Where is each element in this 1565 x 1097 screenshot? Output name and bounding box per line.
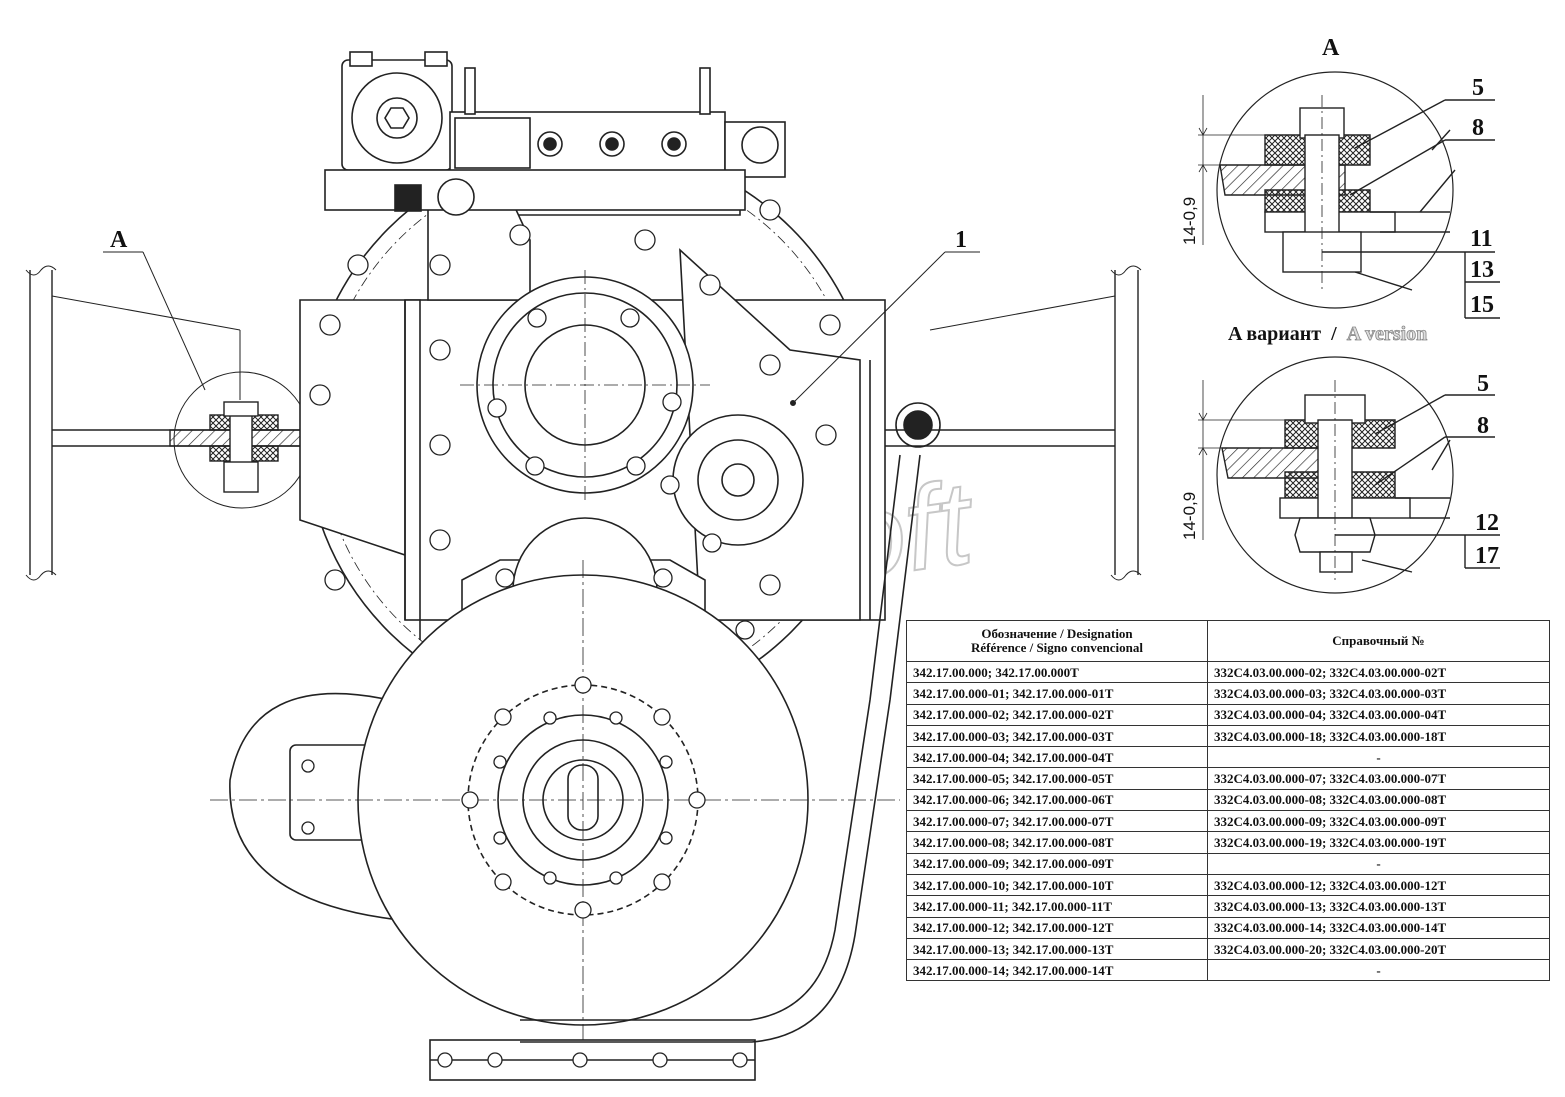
reference-number-cell: 332C4.03.00.000-03; 332C4.03.00.000-03T bbox=[1207, 682, 1550, 705]
designation-cell: 342.17.00.000-10; 342.17.00.000-10T bbox=[906, 873, 1208, 897]
callout-1: 1 bbox=[955, 227, 967, 253]
callout-1-leader bbox=[790, 251, 980, 406]
reference-number-cell: 332C4.03.00.000-02; 332C4.03.00.000-02T bbox=[1207, 660, 1550, 684]
side-flange bbox=[672, 414, 804, 546]
reference-number-cell: - bbox=[1207, 959, 1550, 982]
reference-number-cell: 332C4.03.00.000-18; 332C4.03.00.000-18T bbox=[1207, 724, 1550, 748]
designation-cell: 342.17.00.000-06; 342.17.00.000-06T bbox=[906, 788, 1208, 812]
detail-variant bbox=[1198, 356, 1500, 594]
variant-title-en: A version bbox=[1347, 323, 1428, 345]
designation-cell: 342.17.00.000-07; 342.17.00.000-07T bbox=[906, 810, 1208, 833]
reference-number-cell: 332C4.03.00.000-07; 332C4.03.00.000-07T bbox=[1207, 767, 1550, 790]
reference-number-cell: 332C4.03.00.000-12; 332C4.03.00.000-12T bbox=[1207, 873, 1550, 897]
detail-a-callout-8: 8 bbox=[1472, 115, 1484, 141]
designation-table: Обозначение / Designation Référence / Si… bbox=[906, 620, 1550, 982]
designation-cell: 342.17.00.000-05; 342.17.00.000-05T bbox=[906, 767, 1208, 790]
reference-number-cell: - bbox=[1207, 746, 1550, 769]
valve-block bbox=[324, 51, 786, 216]
designation-cell: 342.17.00.000-01; 342.17.00.000-01T bbox=[906, 682, 1208, 705]
detail-a-title: A bbox=[1322, 35, 1340, 61]
detail-variant-callout-5: 5 bbox=[1477, 371, 1489, 397]
designation-cell: 342.17.00.000-13; 342.17.00.000-13T bbox=[906, 937, 1208, 961]
bolt-heads bbox=[301, 199, 841, 1068]
upper-flange bbox=[460, 270, 710, 500]
designation-cell: 342.17.00.000-14; 342.17.00.000-14T bbox=[906, 959, 1208, 982]
detail-a bbox=[1198, 71, 1500, 319]
designation-cell: 342.17.00.000-08; 342.17.00.000-08T bbox=[906, 831, 1208, 854]
detail-a-dimension: 14-0,9 bbox=[1180, 197, 1199, 245]
designation-cell: 342.17.00.000-04; 342.17.00.000-04T bbox=[906, 746, 1208, 769]
designation-cell: 342.17.00.000-09; 342.17.00.000-09T bbox=[906, 852, 1208, 875]
reference-number-cell: 332C4.03.00.000-08; 332C4.03.00.000-08T bbox=[1207, 788, 1550, 812]
designation-cell: 342.17.00.000-11; 342.17.00.000-11T bbox=[906, 895, 1208, 918]
variant-title-separator: / bbox=[1330, 323, 1337, 345]
reference-number-cell: 332C4.03.00.000-13; 332C4.03.00.000-13T bbox=[1207, 895, 1550, 918]
view-a-label: A bbox=[110, 227, 128, 253]
reference-number-cell: 332C4.03.00.000-19; 332C4.03.00.000-19T bbox=[1207, 831, 1550, 854]
designation-cell: 342.17.00.000-02; 342.17.00.000-02T bbox=[906, 703, 1208, 726]
reference-number-cell: 332C4.03.00.000-14; 332C4.03.00.000-14T bbox=[1207, 916, 1550, 939]
detail-variant-dimension: 14-0,9 bbox=[1180, 492, 1199, 540]
variant-title-ru: A вариант bbox=[1228, 323, 1321, 345]
table-row: 342.17.00.000-09; 342.17.00.000-09T- bbox=[906, 852, 1550, 875]
variant-title: A вариант / A version bbox=[1228, 323, 1427, 345]
table-header-row: Обозначение / Designation Référence / Si… bbox=[906, 620, 1550, 662]
reference-number-cell: 332C4.03.00.000-04; 332C4.03.00.000-04T bbox=[1207, 703, 1550, 726]
detail-a-callout-13: 13 bbox=[1470, 257, 1494, 283]
detail-variant-callout-8: 8 bbox=[1477, 413, 1489, 439]
reference-number-cell: 332C4.03.00.000-09; 332C4.03.00.000-09T bbox=[1207, 810, 1550, 833]
detail-variant-callout-12: 12 bbox=[1475, 510, 1499, 536]
reference-number-cell: - bbox=[1207, 852, 1550, 875]
table-row: 342.17.00.000-04; 342.17.00.000-04T- bbox=[906, 746, 1550, 769]
reference-number-cell: 332C4.03.00.000-20; 332C4.03.00.000-20T bbox=[1207, 937, 1550, 961]
designation-cell: 342.17.00.000; 342.17.00.000T bbox=[906, 660, 1208, 684]
detail-a-callout-5: 5 bbox=[1472, 75, 1484, 101]
view-a-leader bbox=[103, 251, 206, 391]
detail-variant-callout-17: 17 bbox=[1475, 543, 1499, 569]
detail-a-callout-11: 11 bbox=[1470, 226, 1493, 252]
designation-cell: 342.17.00.000-03; 342.17.00.000-03T bbox=[906, 724, 1208, 748]
oil-pipe bbox=[520, 402, 941, 1043]
table-row: 342.17.00.000-14; 342.17.00.000-14T- bbox=[906, 959, 1550, 982]
header-designation: Обозначение / Designation Référence / Si… bbox=[906, 620, 1208, 662]
output-disk bbox=[210, 560, 900, 1081]
designation-cell: 342.17.00.000-12; 342.17.00.000-12T bbox=[906, 916, 1208, 939]
header-reference-number: Справочный № bbox=[1207, 620, 1550, 662]
detail-a-callout-15: 15 bbox=[1470, 292, 1494, 318]
